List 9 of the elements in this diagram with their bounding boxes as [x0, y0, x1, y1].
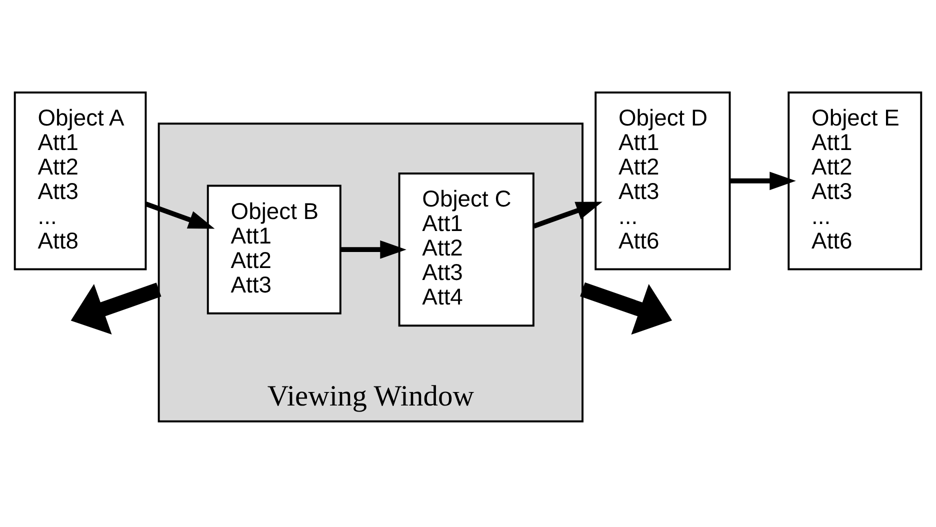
- node-box: Object A Att1 Att2 Att3 ... Att8: [14, 92, 147, 270]
- arrow: [145, 202, 215, 229]
- node-box: Object C Att1 Att2 Att3 Att4: [398, 172, 534, 327]
- arrow: [730, 172, 796, 190]
- arrow: [533, 202, 602, 228]
- node-box: Object E Att1 Att2 Att3 ... Att6: [788, 92, 922, 270]
- node-box: Object D Att1 Att2 Att3 ... Att6: [594, 92, 731, 270]
- node-box: Object B Att1 Att2 Att3: [206, 184, 342, 314]
- arrow: [340, 240, 406, 259]
